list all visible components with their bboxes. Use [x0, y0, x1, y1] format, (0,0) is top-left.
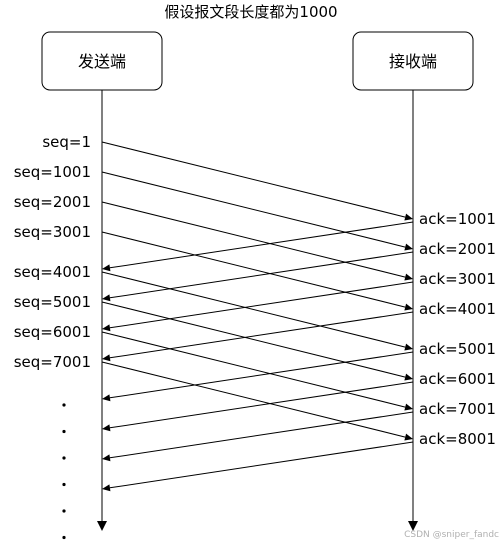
- segment-arrow-arrowhead: [404, 373, 413, 381]
- sender-label: 发送端: [78, 52, 126, 71]
- ack-arrow-arrowhead: [102, 394, 111, 402]
- lifelines: [97, 90, 418, 531]
- segment-arrow-arrowhead: [404, 303, 413, 311]
- segment-arrow-arrowhead: [404, 403, 413, 411]
- ack-arrow-arrowhead: [102, 484, 111, 492]
- ack-arrow-line: [109, 251, 414, 299]
- ack-arrow-arrowhead: [102, 324, 111, 332]
- ack-label: ack=5001: [419, 340, 496, 358]
- receiver-box: 接收端: [352, 31, 474, 91]
- segment-arrow-line: [101, 201, 406, 278]
- sender-box: 发送端: [41, 31, 163, 91]
- segment-arrow-line: [101, 231, 406, 308]
- diagram-title: 假设报文段长度都为1000: [164, 3, 337, 21]
- ack-arrow-line: [109, 281, 414, 329]
- segment-label: seq=5001: [14, 293, 91, 311]
- continuation-dot: [62, 509, 66, 513]
- segment-arrow-arrowhead: [404, 243, 413, 251]
- segment-arrow-arrowhead: [404, 213, 413, 221]
- segment-arrow-line: [101, 301, 406, 378]
- watermark: CSDN @sniper_fandc: [404, 530, 499, 540]
- ack-label: ack=6001: [419, 370, 496, 388]
- continuation-dots: [62, 403, 66, 540]
- receiver-lifeline-arrowhead: [408, 521, 418, 531]
- segment-arrow-arrowhead: [404, 273, 413, 281]
- segment-arrow-line: [101, 361, 406, 438]
- segment-arrow-arrowhead: [404, 343, 413, 351]
- ack-label: ack=4001: [419, 300, 496, 318]
- segment-label: seq=6001: [14, 323, 91, 341]
- ack-arrow-arrowhead: [102, 294, 111, 302]
- ack-arrow-arrowhead: [102, 424, 111, 432]
- ack-arrow-line: [109, 381, 414, 429]
- ack-label: ack=8001: [419, 430, 496, 448]
- ack-arrow-arrowhead: [102, 354, 111, 362]
- continuation-dot: [62, 535, 66, 540]
- continuation-dot: [62, 456, 66, 460]
- ack-arrow-arrowhead: [102, 264, 111, 272]
- ack-arrow-line: [109, 441, 414, 489]
- segment-label: seq=1: [42, 133, 91, 151]
- acks: ack=1001 ack=2001 ack=3001 ack=4001 ack=5001…: [102, 210, 496, 492]
- segment-arrow-arrowhead: [404, 433, 413, 441]
- segment-arrow-line: [101, 331, 406, 408]
- sender-lifeline-arrowhead: [97, 521, 107, 531]
- ack-arrow-arrowhead: [102, 454, 111, 462]
- ack-arrow-line: [109, 221, 414, 269]
- segment-label: seq=2001: [14, 193, 91, 211]
- segment-label: seq=7001: [14, 353, 91, 371]
- continuation-dot: [62, 482, 66, 487]
- segment-arrow-line: [101, 141, 406, 218]
- ack-label: ack=1001: [419, 210, 496, 228]
- segment-label: seq=4001: [14, 263, 91, 281]
- segment-label: seq=1001: [14, 163, 91, 181]
- ack-arrow-line: [109, 311, 414, 359]
- ack-label: ack=7001: [419, 400, 496, 418]
- segment-arrow-line: [101, 271, 406, 348]
- continuation-dot: [62, 429, 66, 434]
- ack-arrow-line: [109, 411, 414, 459]
- segment-arrow-line: [101, 171, 406, 248]
- ack-arrow-line: [109, 351, 414, 399]
- segments: seq=1 seq=1001 seq=2001 seq=3001 seq=4001 seq…: [14, 133, 413, 441]
- continuation-dot: [62, 403, 66, 407]
- receiver-label: 接收端: [389, 52, 437, 71]
- ack-label: ack=3001: [419, 270, 496, 288]
- segment-label: seq=3001: [14, 223, 91, 241]
- ack-label: ack=2001: [419, 240, 496, 258]
